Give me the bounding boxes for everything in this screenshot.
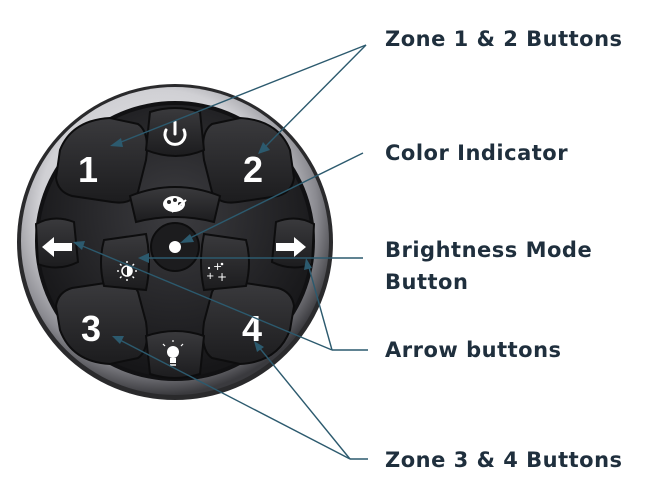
leader-left-arrow (79, 244, 333, 351)
right-arrow-icon (276, 237, 306, 257)
leader-right-arrow (307, 263, 333, 351)
light-button[interactable] (144, 330, 206, 379)
color-indicator (150, 222, 200, 272)
brightness-mode-button[interactable] (100, 232, 150, 292)
mode-button[interactable]: + + + (200, 232, 250, 292)
callout-zone-3-4: Zone 3 & 4 Buttons (385, 448, 623, 472)
leader-color-indicator (185, 152, 364, 241)
callout-zone-1-2: Zone 1 & 2 Buttons (385, 27, 623, 51)
palette-icon (163, 196, 187, 213)
zone-1-label: 1 (78, 149, 98, 190)
callout-brightness-line1: Brightness Mode (385, 238, 593, 262)
remote: 1 2 3 4 (17, 84, 333, 400)
left-arrow-icon (42, 237, 72, 257)
color-button[interactable] (128, 186, 222, 224)
brightness-icon (117, 261, 137, 281)
zone-2-label: 2 (243, 149, 263, 190)
zone-3-label: 3 (81, 308, 101, 349)
color-indicator-light (169, 241, 181, 253)
light-bulb-icon (162, 340, 184, 366)
callout-brightness-line2: Button (385, 270, 469, 294)
svg-text:+: + (217, 270, 227, 284)
zone-2-button[interactable]: 2 (202, 116, 296, 204)
power-button[interactable] (144, 107, 206, 157)
zone-3-button[interactable]: 3 (54, 280, 148, 366)
leader-lines (73, 44, 368, 460)
leader-zone3 (117, 338, 351, 460)
callout-color-indicator: Color Indicator (385, 141, 569, 165)
svg-text:+: + (213, 260, 222, 273)
leader-zone4 (257, 345, 351, 460)
leader-zone1 (115, 44, 367, 145)
callout-arrow-buttons: Arrow buttons (385, 338, 562, 362)
right-arrow-button[interactable] (270, 217, 316, 269)
leader-zone2 (263, 44, 367, 149)
zone-1-button[interactable]: 1 (54, 116, 148, 204)
power-icon (163, 120, 187, 146)
left-arrow-button[interactable] (34, 217, 80, 269)
sparkle-icon: + + + (206, 260, 227, 284)
svg-text:+: + (206, 271, 214, 282)
